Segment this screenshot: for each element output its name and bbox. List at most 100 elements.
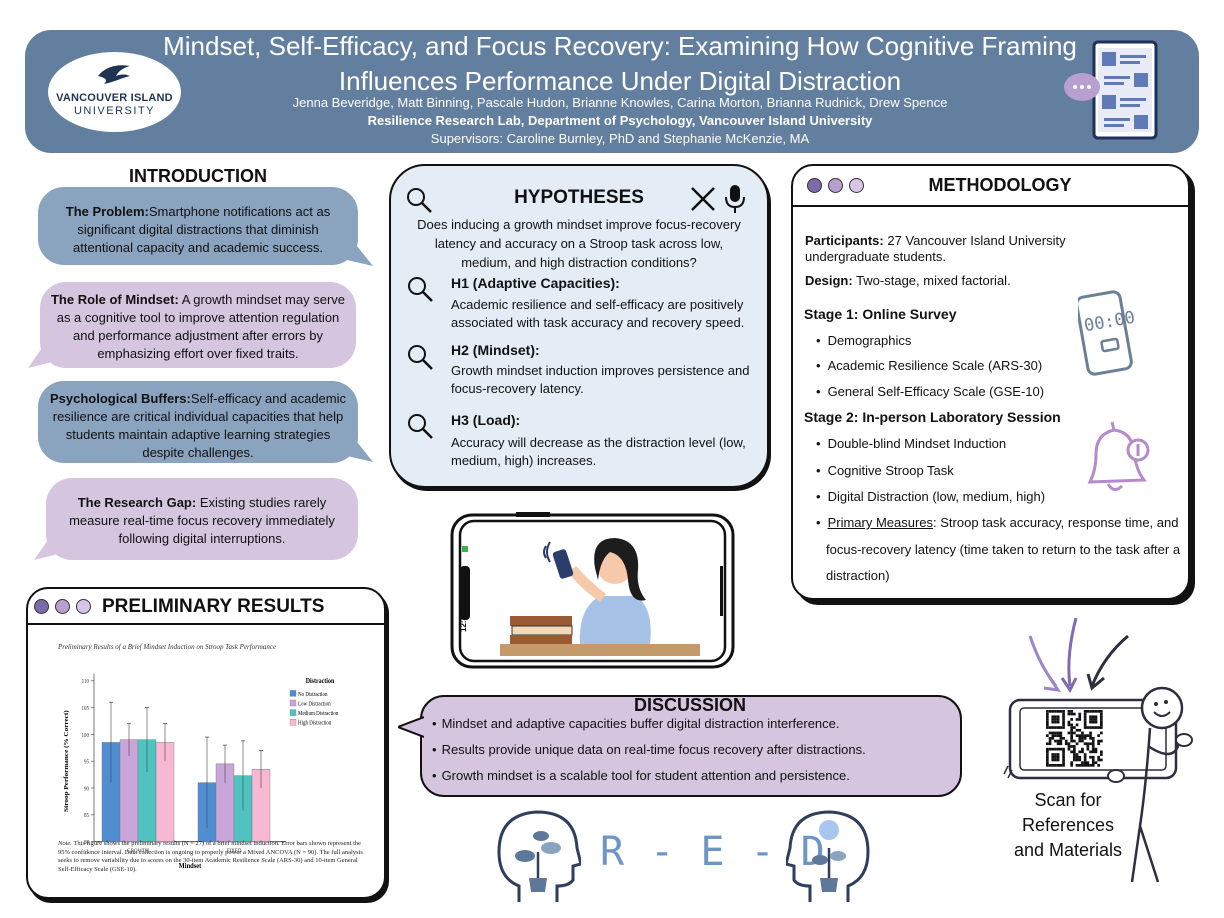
h2-body: Growth mindset induction improves persis… [451,363,750,396]
design-label: Design: [805,273,853,288]
authors: Jenna Beveridge, Matt Binning, Pascale H… [292,95,948,110]
discussion-item: Growth mindset is a scalable tool for st… [432,768,850,783]
growth-head-icon [497,810,581,902]
magnifier-icon [407,188,432,213]
scan-line3: and Materials [1013,840,1123,860]
legend-swatch [289,719,297,726]
y-tick-label: 90 [84,786,89,793]
discussion-item: Results provide unique data on real-time… [432,742,866,757]
x-axis-label: Mindset [179,861,202,870]
participants-text: 27 Vancouver Island University undergrad… [805,233,1066,264]
stage2-item: Cognitive Stroop Task [816,463,954,478]
intro-label: Psychological Buffers: [50,391,191,406]
bubble-tail-icon [345,246,373,266]
research-question: Does inducing a growth mindset improve f… [417,217,741,270]
qr-code-figure-illustration-icon [1003,617,1193,883]
stage2-item: Double-blind Mindset Induction [816,436,1007,451]
participants: Participants: 27 Vancouver Island Univer… [805,233,1095,265]
primary-measures-line3: distraction) [826,568,890,583]
legend-swatch [289,709,297,716]
dot-icon [849,178,864,193]
legend-entry: No Distraction [298,691,328,698]
results-panel [26,587,386,899]
h3-heading: H3 (Load): [451,412,521,428]
stage1-item: General Self-Efficacy Scale (GSE-10) [816,384,1045,399]
h3-body: Accuracy will decrease as the distractio… [451,435,746,468]
stage2-item: Digital Distraction (low, medium, high) [816,489,1045,504]
logo-line1: VANCOUVER ISLAND [56,92,173,104]
x-tick-label: GROWTH [127,848,149,855]
discussion-title: DISCUSSION [633,695,747,715]
hypotheses-title: HYPOTHESES [514,187,644,208]
y-tick-label: 95 [84,759,89,766]
hypotheses-panel [389,164,769,488]
stage1-heading: Stage 1: Online Survey [804,306,957,322]
y-axis-label: Stroop Performance (% Correct) [63,710,69,812]
participants-label: Participants: [805,233,884,248]
legend-title: Distraction [306,678,335,686]
h2-heading: H2 (Mindset): [451,342,540,358]
scan-caption: Scan for References and Materials [1004,788,1132,863]
phone-user-illustration-icon [450,512,735,669]
results-title: PRELIMINARY RESULTS [102,596,325,617]
stage1-item: Academic Resilience Scale (ARS-30) [816,358,1043,373]
introduction-title: INTRODUCTION [129,166,267,186]
bell-icon [1087,421,1150,491]
discussion-item: Mindset and adaptive capacities buffer d… [432,716,840,731]
methodology-panel [791,164,1190,600]
magnifier-icon [408,345,433,370]
primary-measures-label: Primary Measures [827,515,934,530]
intro-label: The Research Gap: [77,495,197,510]
dot-icon [76,599,91,614]
intro-bubble-mindset: The Role of Mindset: A growth mindset ma… [40,282,356,368]
red-letters: R - E - D [600,829,826,875]
supervisors: Supervisors: Caroline Burnley, PhD and S… [430,131,810,146]
stage1-item: Demographics [816,333,912,348]
intro-bubble-problem: The Problem:Smartphone notifications act… [38,187,358,265]
logo-line2: UNIVERSITY [73,105,155,117]
bubble-tail-icon [398,716,424,738]
bubble-tail-icon [345,442,373,462]
chart-caption: Preliminary Results of a Brief Mindset I… [58,643,277,651]
intro-text: Smartphone notifications act as signific… [72,204,331,255]
chat-device-illustration-icon [1064,40,1158,140]
dot-icon [34,599,49,614]
h1-heading: H1 (Adaptive Capacities): [451,275,620,291]
bubble-tail-icon [28,348,56,368]
magnifier-icon [408,277,433,302]
dot-icon [55,599,70,614]
lab-affiliation: Resilience Research Lab, Department of P… [367,113,873,128]
intro-text: Existing studies rarely measure real-tim… [69,495,335,546]
note-label: Note. [58,840,72,847]
note-text: This figure shows the preliminary result… [58,840,363,873]
bubble-tail-icon [34,540,62,560]
design: Design: Two-stage, mixed factorial. [805,273,1011,289]
intro-label: The Problem: [65,204,149,219]
intro-bubble-buffers: Psychological Buffers:Self-efficacy and … [38,381,358,463]
chart-note: Note. This figure shows the preliminary … [58,840,368,874]
intro-label: The Role of Mindset: [50,292,179,307]
close-icon [691,187,715,211]
scan-line2: References [1021,815,1115,835]
university-logo: VANCOUVER ISLAND UNIVERSITY [48,52,181,132]
dot-icon [807,178,822,193]
idea-head-icon [786,810,870,902]
phone-time: 12:30 [459,611,468,632]
divider [28,623,384,625]
stage2-heading: Stage 2: In-person Laboratory Session [804,409,1061,425]
dot-icon [828,178,843,193]
legend-swatch [289,690,297,697]
poster-title: Mindset, Self-Efficacy, and Focus Recove… [163,31,1077,96]
x-tick-label: FIXED [227,848,242,855]
methodology-title: METHODOLOGY [928,175,1072,195]
window-dots [34,599,91,614]
divider [793,205,1188,207]
y-tick-label: 105 [82,706,90,713]
primary-measures: Primary Measures: Stroop task accuracy, … [816,515,1179,530]
poster-header [25,30,1199,153]
design-text: Two-stage, mixed factorial. [856,273,1011,288]
y-tick-label: 80 [84,840,89,847]
primary-measures-text: : Stroop task accuracy, response time, a… [933,515,1179,530]
microphone-icon [725,185,745,213]
